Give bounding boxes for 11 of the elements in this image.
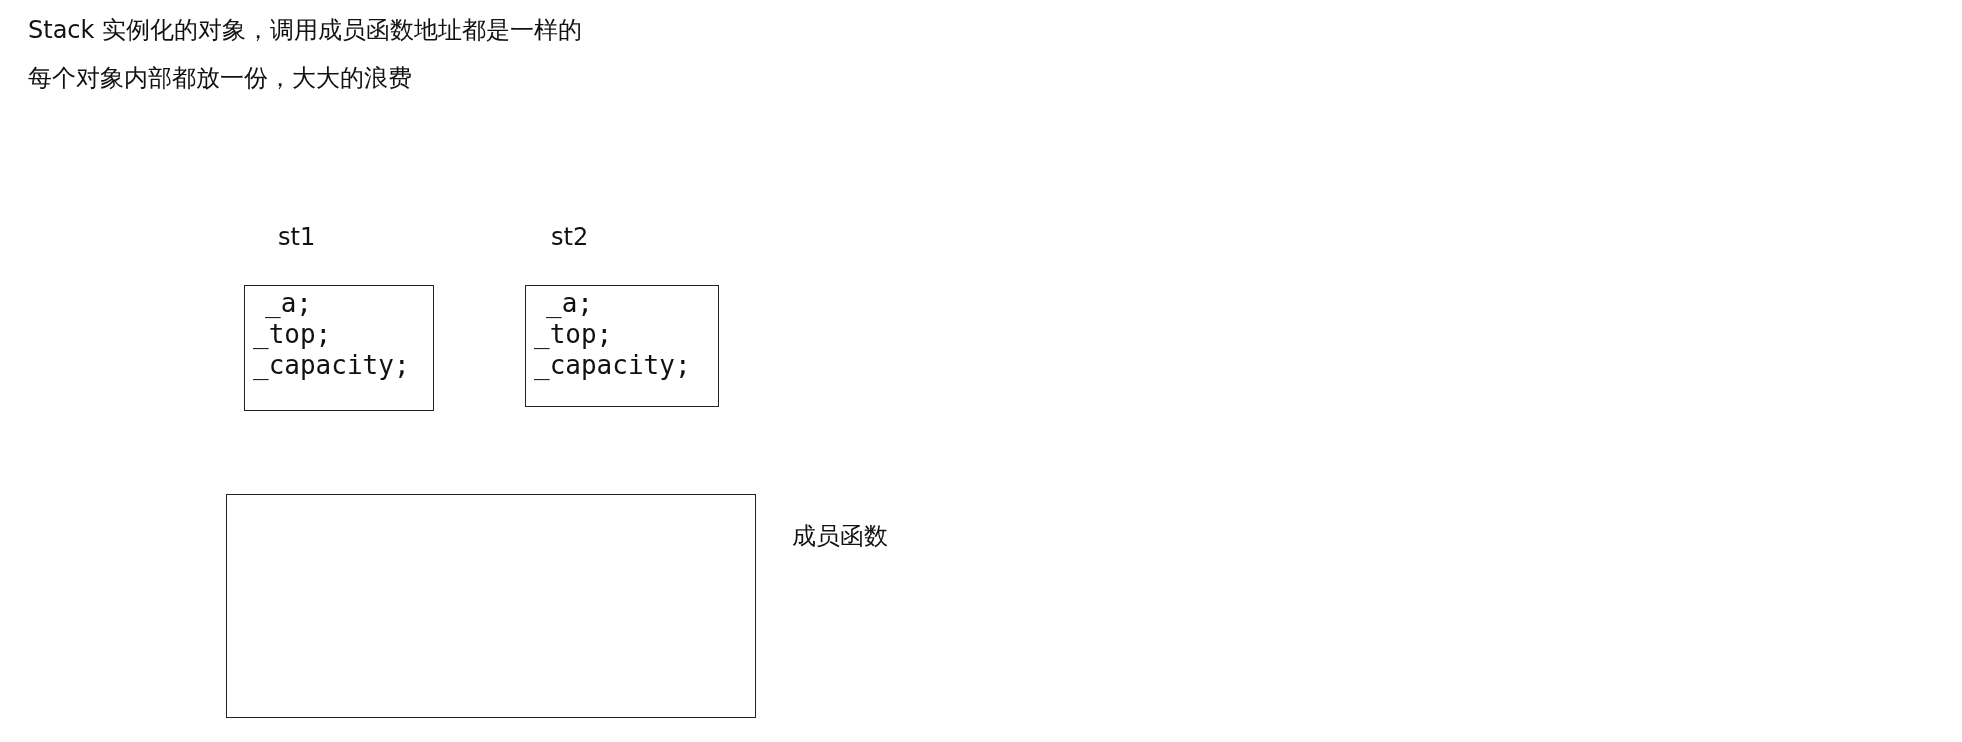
member-text: _top;	[534, 319, 613, 350]
object-name: st1	[278, 223, 316, 251]
member-text: _capacity;	[534, 350, 691, 381]
object-name: st2	[551, 223, 589, 251]
note-text: Stack 实例化的对象，调用成员函数地址都是一样的	[28, 15, 583, 46]
member-text: _top;	[253, 319, 332, 350]
member-text: _capacity;	[253, 350, 410, 381]
note-text: 每个对象内部都放一份，大大的浪费	[28, 63, 412, 94]
member-text: _a;	[546, 288, 593, 319]
side-label: 成员函数	[792, 521, 888, 552]
member-text: _a;	[265, 288, 312, 319]
